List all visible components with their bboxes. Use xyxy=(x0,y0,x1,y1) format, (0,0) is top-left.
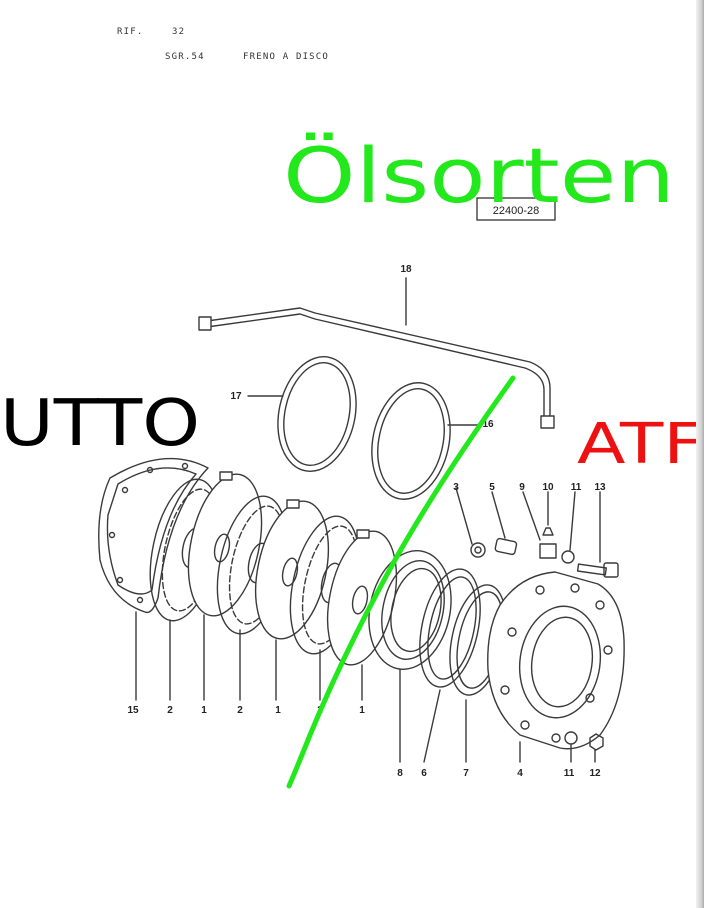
part-label-9: 9 xyxy=(519,482,525,493)
intermediate-plate-1c xyxy=(326,529,398,701)
cover-plate-15 xyxy=(98,457,209,701)
divider-stroke xyxy=(286,375,516,789)
intermediate-plate-1a xyxy=(187,471,263,701)
rif-label: RIF. xyxy=(117,27,144,37)
part-label-2a: 2 xyxy=(167,705,173,716)
seal-ring-17 xyxy=(247,356,357,472)
seal-6 xyxy=(419,568,481,763)
part-label-18: 18 xyxy=(400,264,412,275)
washer-11b xyxy=(564,731,578,763)
drawing-number-box xyxy=(476,197,556,221)
bush-5 xyxy=(491,491,518,556)
rif-number: 32 xyxy=(172,27,186,37)
page-edge-shadow xyxy=(696,0,704,908)
sgr-code: SGR.54 xyxy=(165,52,205,62)
atf-label: ATF xyxy=(577,412,704,477)
part-label-11-top: 11 xyxy=(571,482,582,493)
brake-pipe-18 xyxy=(198,277,555,429)
part-label-16: 16 xyxy=(482,419,494,430)
nut-12 xyxy=(589,733,604,763)
part-label-8: 8 xyxy=(397,768,403,779)
part-label-15: 15 xyxy=(127,705,139,716)
part-label-11-bottom: 11 xyxy=(564,768,575,779)
bleed-valve-9-10 xyxy=(522,491,557,559)
part-label-13: 13 xyxy=(594,482,606,493)
washer-11 xyxy=(561,491,576,564)
part-label-10: 10 xyxy=(542,482,554,493)
piston-8 xyxy=(368,550,452,763)
seal-ring-16 xyxy=(371,382,481,500)
part-label-1b: 1 xyxy=(275,705,281,716)
oil-types-title: Ölsorten xyxy=(283,131,675,220)
part-label-12: 12 xyxy=(589,768,601,779)
part-label-1a: 1 xyxy=(201,705,207,716)
part-label-3: 3 xyxy=(453,482,459,493)
part-label-5: 5 xyxy=(489,482,495,493)
drawing-number: 22400-28 xyxy=(493,205,540,217)
part-label-7: 7 xyxy=(463,768,469,779)
bolt-13 xyxy=(576,491,619,578)
part-label-2b: 2 xyxy=(237,705,243,716)
section-title: FRENO A DISCO xyxy=(243,52,330,62)
part-label-6: 6 xyxy=(421,768,427,779)
utto-label: UTTO xyxy=(0,387,200,461)
washer-3 xyxy=(455,487,486,558)
part-label-17: 17 xyxy=(230,391,242,402)
brake-housing-4 xyxy=(487,571,625,763)
part-label-4: 4 xyxy=(517,768,523,779)
part-label-1c: 1 xyxy=(359,705,365,716)
